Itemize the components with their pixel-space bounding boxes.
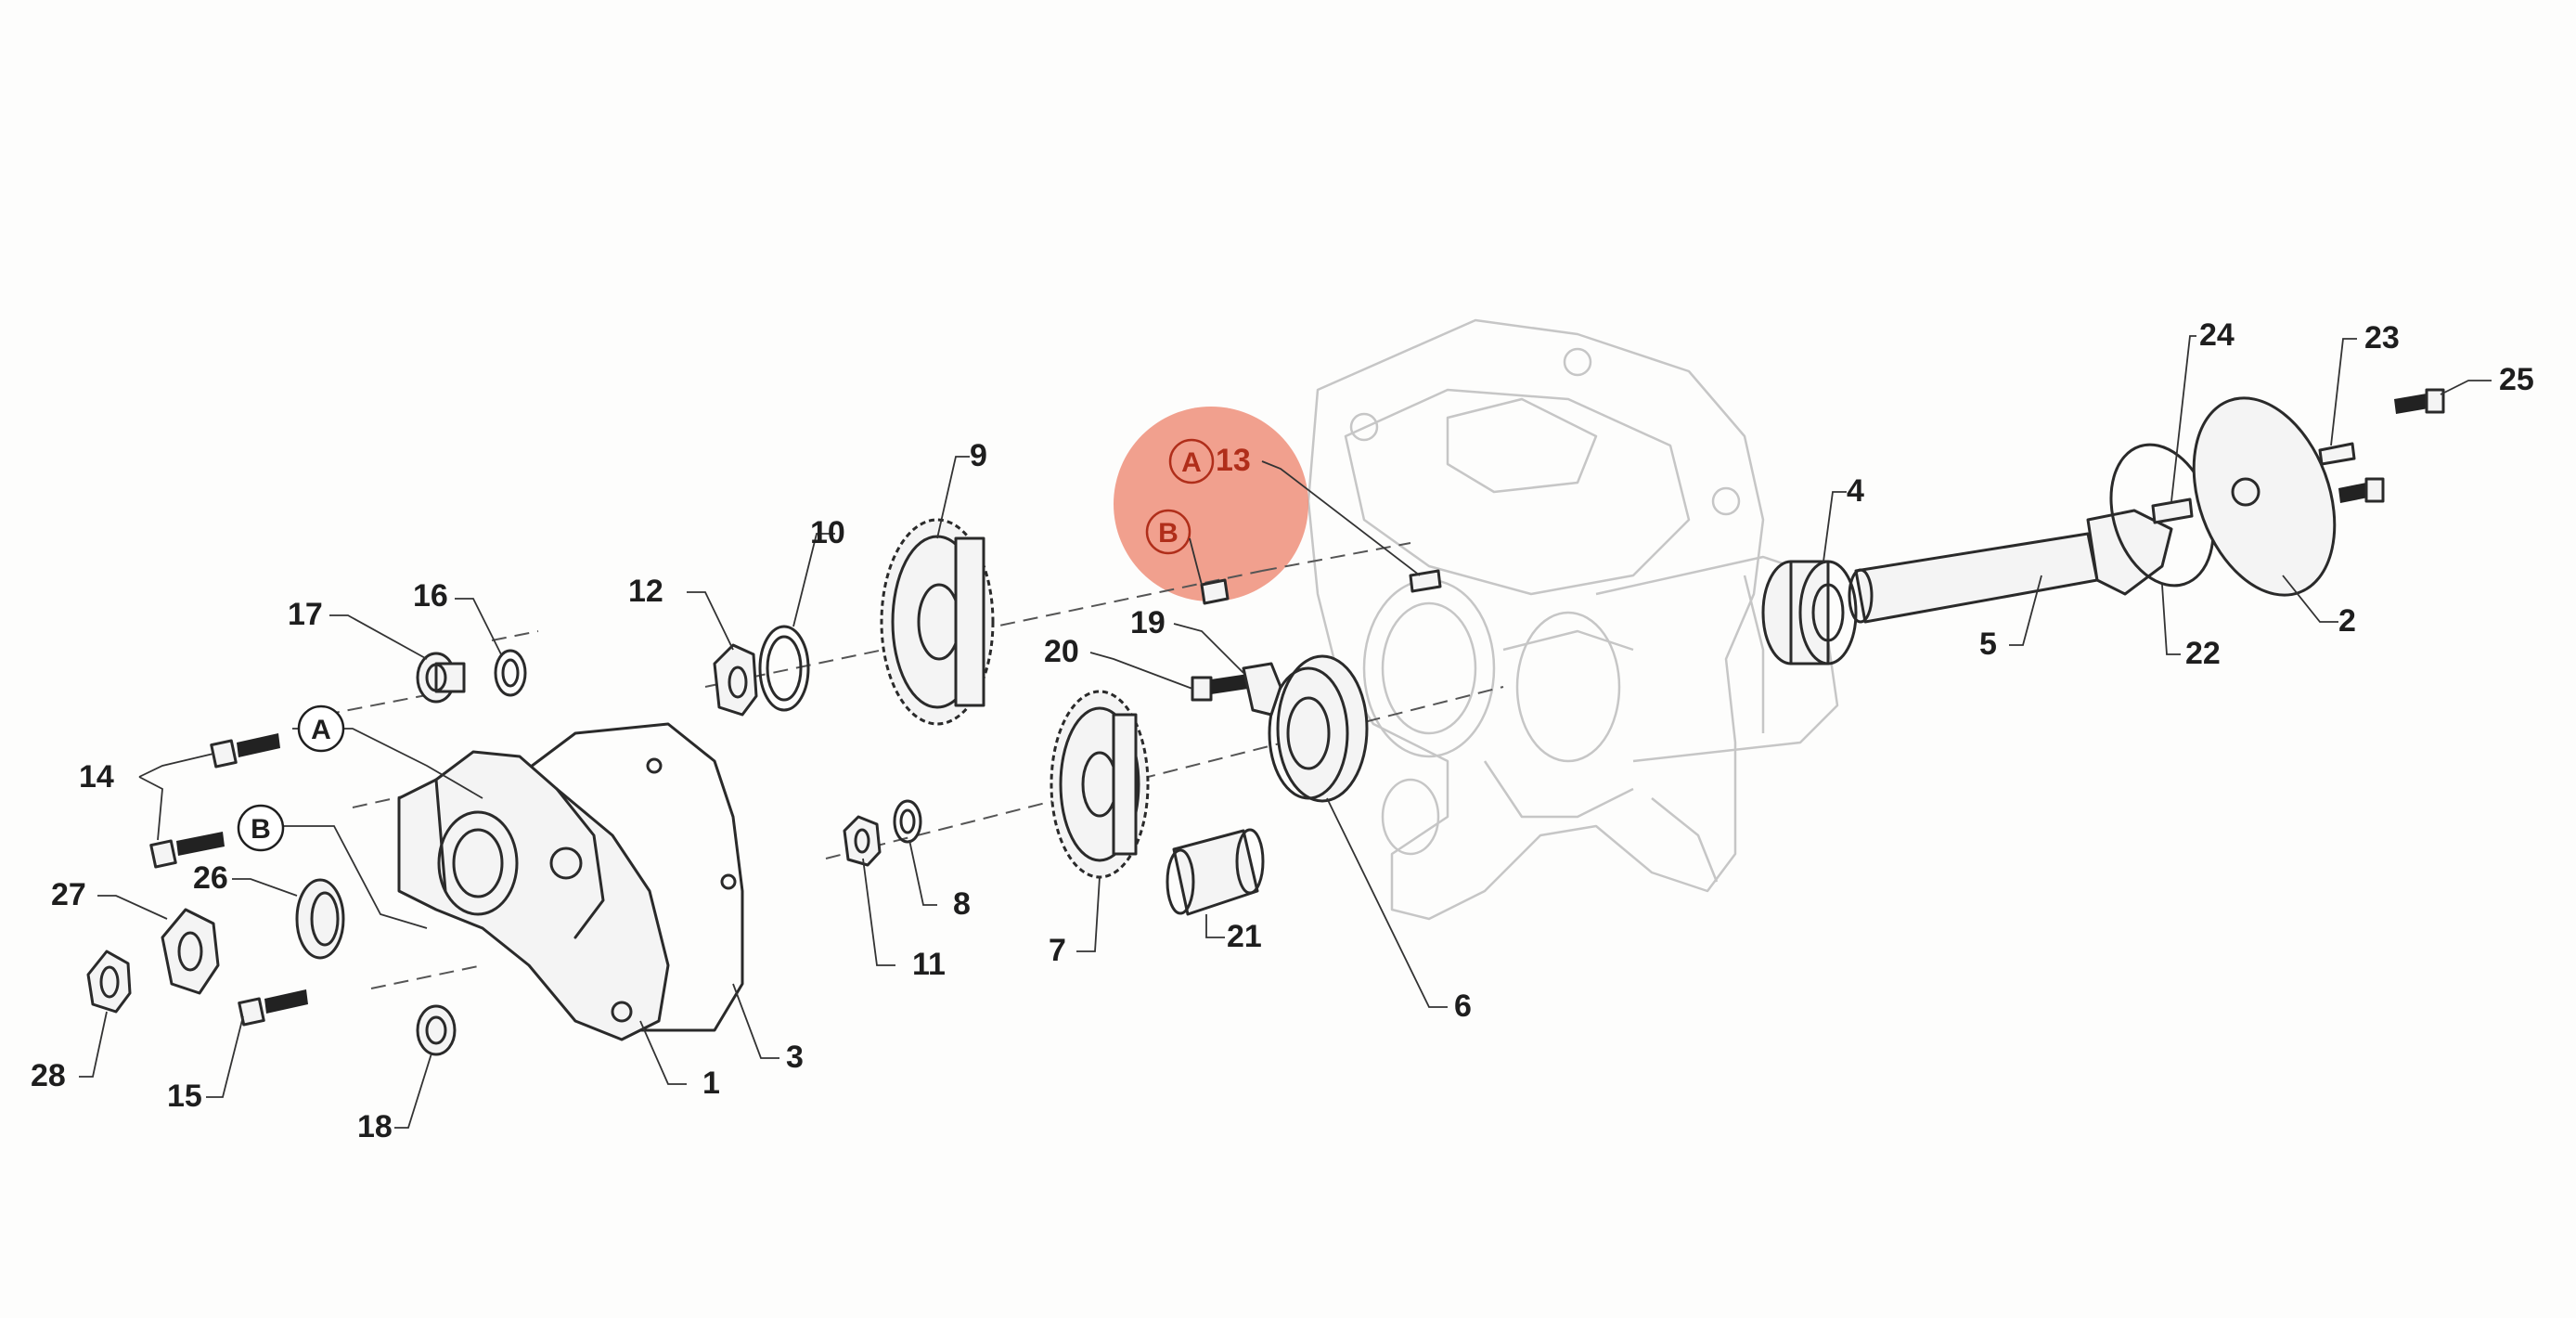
- marker-a-hi-label: A: [1181, 447, 1202, 478]
- callout-20: 20: [1044, 634, 1079, 669]
- callout-1: 1: [702, 1066, 720, 1101]
- part-shaft-5: [1848, 509, 2173, 624]
- part-pin-13: [1409, 569, 1442, 593]
- callout-16: 16: [413, 578, 448, 614]
- part-washer-8: [893, 799, 922, 844]
- callout-10: 10: [810, 515, 845, 550]
- callout-19: 19: [1130, 605, 1166, 640]
- part-bearing-6: [1268, 654, 1369, 803]
- part-nut-27: [161, 908, 220, 995]
- part-gear-9: [880, 518, 995, 726]
- part-pin-b: [1200, 578, 1230, 605]
- part-gear-7: [1050, 690, 1150, 879]
- part-sleeve-21: [1166, 828, 1265, 916]
- part-bolt-20: [1191, 674, 1248, 702]
- callout-7: 7: [1049, 933, 1066, 968]
- part-cover-1: [397, 750, 670, 1041]
- part-seal-26: [295, 878, 345, 960]
- part-washer-10: [758, 625, 810, 712]
- part-cover-2: [2192, 396, 2337, 597]
- crankcase-ghost: [1307, 318, 1839, 921]
- part-bushing-18: [416, 1004, 457, 1056]
- callout-21: 21: [1227, 919, 1262, 954]
- part-fitting-23: [2318, 442, 2356, 466]
- callout-15: 15: [167, 1079, 202, 1114]
- part-washer-16: [494, 649, 527, 697]
- marker-b-highlight: B: [1145, 509, 1203, 586]
- leader-lines: [79, 335, 2492, 1129]
- callout-9: 9: [970, 438, 987, 473]
- callout-24: 24: [2199, 317, 2235, 353]
- callout-12: 12: [628, 574, 663, 609]
- part-bolt-14a: [210, 733, 280, 769]
- part-pin-24: [2151, 497, 2194, 524]
- callout-23: 23: [2364, 320, 2400, 355]
- part-nut-12: [713, 643, 758, 717]
- part-bolt-25b: [2338, 477, 2385, 503]
- callout-2: 2: [2338, 603, 2356, 639]
- gasket-hole: [646, 757, 663, 774]
- part-bolt-14b: [149, 832, 225, 869]
- callout-14: 14: [79, 759, 114, 795]
- gasket-hole: [720, 873, 737, 890]
- marker-b-hi-label: B: [1158, 518, 1179, 549]
- callout-8: 8: [953, 886, 971, 922]
- callout-4: 4: [1847, 473, 1864, 509]
- part-bolt-15: [238, 989, 308, 1027]
- callout-3: 3: [786, 1040, 804, 1075]
- part-plug-17: [416, 652, 466, 704]
- callout-28: 28: [31, 1058, 66, 1093]
- part-nut-28: [86, 950, 132, 1014]
- callout-22: 22: [2185, 636, 2221, 671]
- callout-17: 17: [288, 597, 323, 632]
- callout-25: 25: [2499, 362, 2534, 397]
- callout-26: 26: [193, 860, 228, 896]
- callout-6: 6: [1454, 988, 1472, 1024]
- marker-a-label: A: [311, 715, 331, 745]
- highlight-circle: [1114, 407, 1308, 601]
- callout-11: 11: [912, 947, 946, 982]
- marker-a-left: A: [297, 704, 345, 753]
- part-bearing-4: [1761, 560, 1858, 665]
- callout-27: 27: [51, 877, 86, 912]
- part-nut-11: [843, 815, 882, 867]
- callout-labels: 1 2 3 4 5 6 7 8 9 10 11 12 13 14 15 16 1…: [31, 317, 2534, 1144]
- callout-18: 18: [357, 1109, 393, 1144]
- marker-b-left: B: [237, 804, 285, 852]
- part-bracket-19: [1242, 662, 1282, 717]
- part-bolt-25a: [2394, 388, 2445, 414]
- marker-a-highlight: A: [1168, 438, 1215, 485]
- callout-13: 13: [1216, 443, 1251, 478]
- callout-5: 5: [1979, 627, 1997, 662]
- marker-b-label: B: [251, 814, 271, 845]
